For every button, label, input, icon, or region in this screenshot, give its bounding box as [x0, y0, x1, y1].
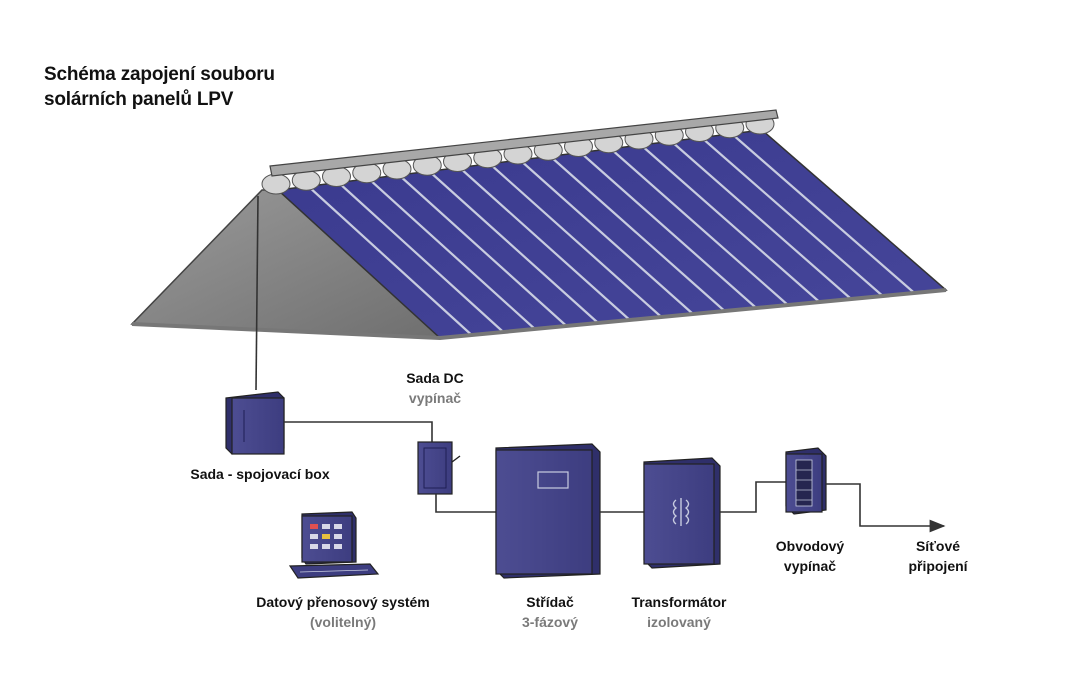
computer-icon	[288, 511, 380, 579]
title-line-1: Schéma zapojení souboru	[44, 64, 275, 85]
ridge-cylinder	[261, 173, 291, 195]
wire-combiner-to-dc	[284, 421, 433, 446]
label-dc-switch-sub: vypínač	[408, 390, 462, 406]
label-inverter-title: Střídač	[526, 594, 574, 610]
panel-divider	[307, 185, 473, 336]
combiner-box	[225, 391, 285, 455]
label-breaker: Obvodový vypínač	[760, 536, 860, 576]
transformer-coil-icon	[672, 498, 690, 526]
label-breaker-line2: vypínač	[783, 558, 837, 574]
label-data-system: Datový přenosový systém (volitelný)	[228, 592, 458, 632]
dc-switch	[417, 441, 461, 495]
panel-divider	[428, 170, 599, 324]
label-transformer: Transformátor izolovaný	[614, 592, 744, 632]
label-dc-switch: Sada DC vypínač	[380, 368, 490, 408]
panel-divider	[610, 147, 789, 306]
panel-divider	[700, 136, 884, 297]
transformer-unit	[643, 457, 721, 569]
roof-eave	[131, 288, 947, 341]
label-inverter: Střídač 3-fázový	[500, 592, 600, 632]
wire-dc-to-inverter	[435, 494, 496, 513]
panel-divider	[337, 181, 504, 333]
label-grid: Síťové připojení	[888, 536, 988, 576]
label-grid-line1: Síťové	[915, 538, 961, 554]
label-breaker-line1: Obvodový	[775, 538, 845, 554]
label-data-system-sub: (volitelný)	[309, 614, 377, 630]
label-transformer-sub: izolovaný	[647, 614, 711, 630]
label-inverter-sub: 3-fázový	[521, 614, 579, 630]
circuit-breaker	[785, 447, 827, 515]
panel-divider	[368, 177, 536, 330]
panel-divider	[579, 151, 757, 309]
label-combiner-box-text: Sada - spojovací box	[190, 466, 330, 482]
computer-screen-buttons	[310, 524, 342, 549]
ridge-rail	[269, 109, 779, 177]
panel-divider	[670, 140, 852, 300]
panel-divider	[398, 174, 568, 327]
panel-divider	[458, 166, 631, 321]
label-dc-switch-title: Sada DC	[406, 370, 464, 386]
diagram-title: Schéma zapojení souboru solárních panelů…	[44, 62, 275, 112]
wire-roof-to-combiner	[255, 195, 259, 391]
label-combiner-box: Sada - spojovací box	[160, 464, 360, 484]
panel-dividers	[307, 132, 916, 336]
panel-divider	[549, 155, 726, 312]
label-grid-line2: připojení	[908, 558, 968, 574]
panel-divider	[489, 162, 663, 318]
wire-breaker-to-grid	[826, 483, 946, 533]
panel-divider	[640, 144, 821, 303]
panel-divider	[519, 159, 694, 315]
label-data-system-title: Datový přenosový systém	[256, 594, 430, 610]
panel-divider	[731, 132, 916, 294]
inverter-unit	[495, 443, 601, 579]
wire-transformer-to-breaker	[720, 481, 788, 513]
label-transformer-title: Transformátor	[631, 594, 727, 610]
title-line-2: solárních panelů LPV	[44, 89, 234, 110]
